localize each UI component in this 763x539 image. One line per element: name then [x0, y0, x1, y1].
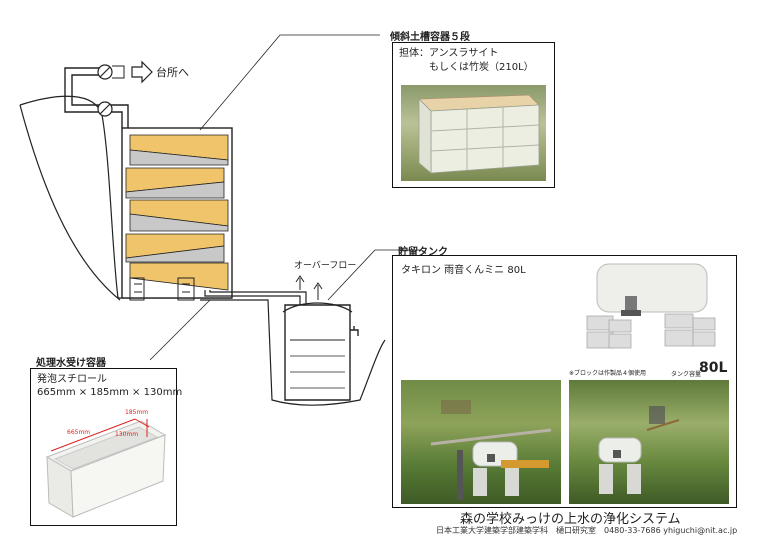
system-title: 森の学校みっけの上水の浄化システム [460, 512, 681, 527]
soil-media-line1: 担体：アンスラサイト [399, 48, 499, 59]
soil-media-line2: もしくは竹炭（210L） [429, 62, 534, 73]
kitchen-label: 台所へ [156, 66, 189, 79]
kitchen-arrow-icon [131, 60, 153, 84]
dim-length-label: 665mm [67, 429, 91, 436]
soil-tank-info-box: 担体：アンスラサイト もしくは竹炭（210L） [392, 42, 555, 188]
container-material: 発泡スチロール [37, 374, 107, 385]
tank-capacity-value: 80L [699, 360, 728, 376]
leader-storage [327, 249, 420, 301]
terrain-lower [200, 299, 386, 406]
supply-pipe [64, 67, 123, 128]
tank-capacity-label: タンク容量 [671, 371, 702, 378]
affiliation-text: 日本工業大学建築学部建築学科 樋口研究室 0480-33-7686 yhiguc… [436, 526, 738, 535]
terrain-line [19, 95, 232, 301]
leader-soil [199, 34, 380, 131]
soil-tank-photo [401, 85, 546, 181]
container-dimensions: 665mm × 185mm × 130mm [37, 387, 183, 398]
receiving-container-label: 処理水受け容器 [36, 358, 106, 369]
storage-tank-label: 貯留タンク [398, 247, 448, 258]
soil-trays [125, 134, 229, 291]
receiving-container-info-box: 発泡スチロール 665mm × 185mm × 130mm 665mm 185m… [30, 368, 182, 526]
foam-container-illustration [45, 418, 167, 518]
faucet-icon [350, 326, 359, 336]
storage-tank-info-box: タキロン 雨音くんミニ 80L ※ブロックは作製品４個使用 タンク容量 80L [392, 255, 737, 508]
storage-tank-outline [284, 304, 351, 401]
dim-height-label: 130mm [115, 431, 139, 438]
field-photo-right [569, 380, 729, 504]
tank-product-illustration [586, 263, 716, 349]
outflow-pipe [204, 290, 307, 305]
leader-receiving [149, 299, 211, 361]
block-note: ※ブロックは作製品４個使用 [569, 370, 647, 377]
storage-product-text: タキロン 雨音くんミニ 80L [401, 265, 526, 276]
soil-tank-label: 傾斜土槽容器５段 [390, 32, 470, 43]
overflow-label: オーバーフロー [294, 261, 357, 271]
field-photo-left [401, 380, 561, 504]
dim-width-label: 185mm [125, 409, 149, 416]
